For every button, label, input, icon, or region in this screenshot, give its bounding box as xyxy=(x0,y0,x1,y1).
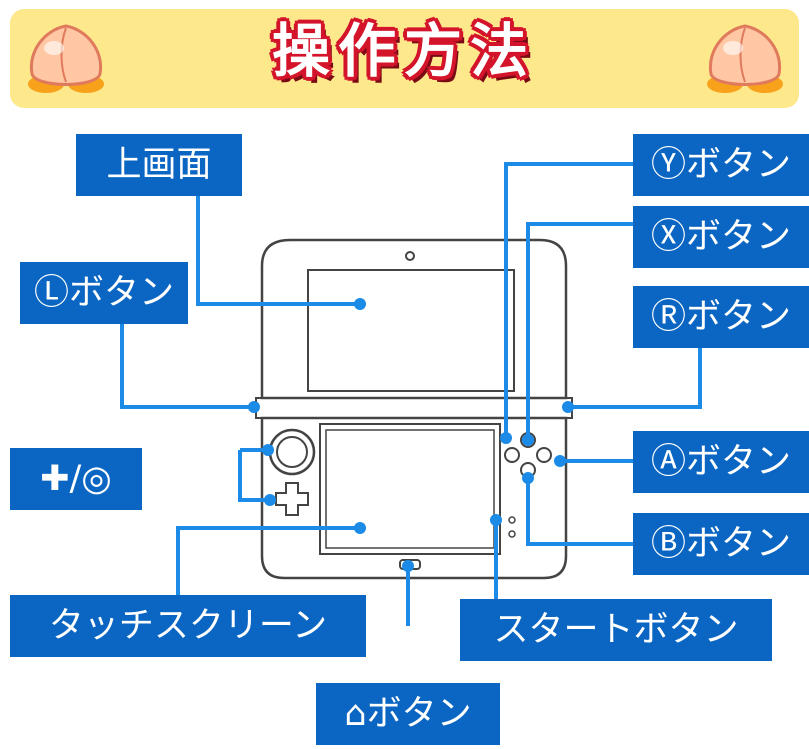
label-x-button: Ⓧボタン xyxy=(633,206,809,268)
peach-icon xyxy=(16,18,116,102)
button-y xyxy=(504,447,520,463)
label-a-button: Ⓐボタン xyxy=(633,431,809,493)
bottom-half-outline xyxy=(260,416,568,580)
peach-icon xyxy=(695,18,795,102)
title-banner xyxy=(10,9,799,108)
label-top-screen: 上画面 xyxy=(76,134,242,196)
label-start-button: スタートボタン xyxy=(460,599,772,661)
dpad xyxy=(275,482,309,516)
camera-icon xyxy=(405,251,415,261)
touch-screen-panel xyxy=(319,423,501,555)
label-y-button: Ⓨボタン xyxy=(633,134,809,196)
label-home-button: ⌂ボタン xyxy=(316,683,500,745)
hinge xyxy=(255,397,573,419)
label-dpad-circlepad: ✚/◎ xyxy=(10,448,142,510)
label-touch-screen: タッチスクリーン xyxy=(10,595,366,657)
label-r-button: Ⓡボタン xyxy=(633,286,809,348)
top-screen xyxy=(307,269,515,392)
label-b-button: Ⓑボタン xyxy=(633,513,809,575)
button-a xyxy=(536,447,552,463)
label-l-button: Ⓛボタン xyxy=(20,262,188,324)
page-title: 操作方法 xyxy=(271,17,536,85)
